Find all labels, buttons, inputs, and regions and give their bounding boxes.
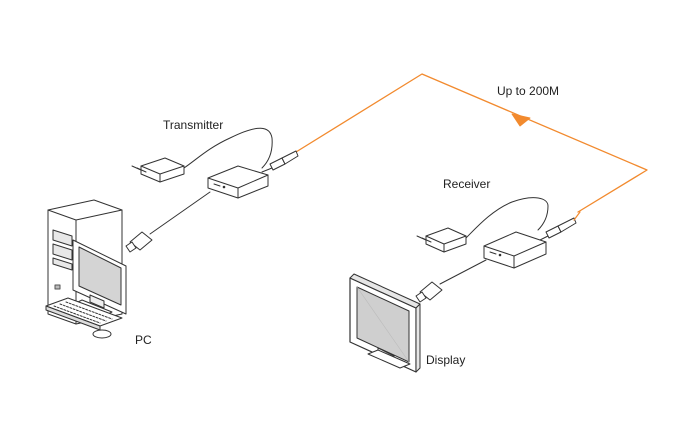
receiver-label: Receiver [443, 177, 491, 191]
pc-label: PC [135, 333, 152, 347]
fiber-connector-icon [261, 150, 299, 173]
direction-arrow-icon [511, 113, 531, 127]
power-adapter-icon [131, 127, 273, 183]
fiber-connector-icon [539, 211, 581, 241]
transmitter-label: Transmitter [163, 118, 224, 132]
hdmi-cable [125, 191, 211, 253]
hdmi-cable [415, 259, 487, 303]
display-label: Display [426, 353, 466, 367]
receiver-box-icon [483, 231, 547, 269]
fiber-cable [295, 73, 648, 213]
receiver-group [415, 197, 581, 303]
distance-label: Up to 200M [497, 84, 560, 98]
transmitter-group [125, 127, 299, 253]
transmitter-box-icon [207, 165, 269, 199]
monitor-icon [349, 273, 421, 373]
power-adapter-icon [416, 197, 549, 253]
pc-icon [45, 199, 127, 339]
